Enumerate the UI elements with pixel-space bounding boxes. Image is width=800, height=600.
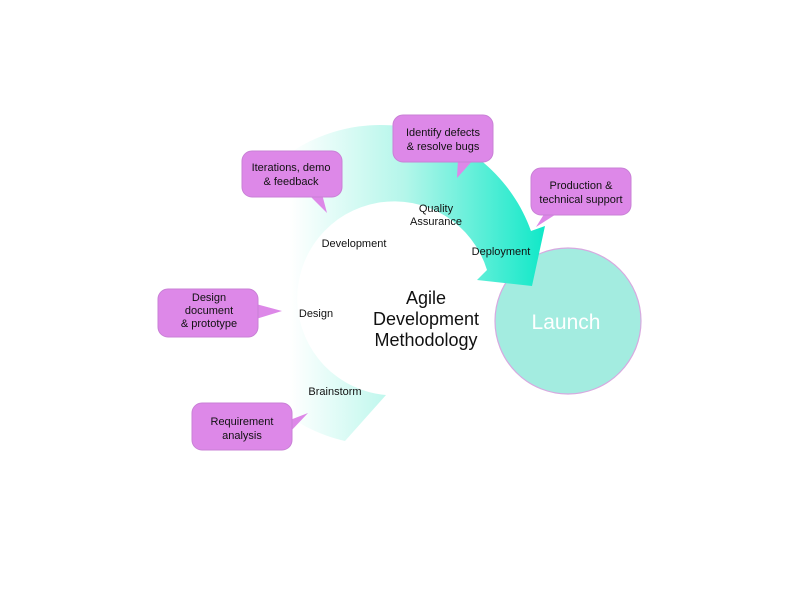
callout-requirement-box [191, 402, 293, 451]
stage-label-deployment: Deployment [472, 246, 531, 258]
callout-requirement-line-1: Requirement [211, 416, 274, 428]
center-title: Agile Development Methodology [373, 288, 479, 350]
callout-defects-line-1: Identify defects [406, 127, 480, 139]
callout-design-doc-line-2: document [185, 305, 233, 317]
title-line-2: Development [373, 309, 479, 329]
callout-iterations: Iterations, demo & feedback [241, 150, 343, 213]
callout-requirement-line-2: analysis [222, 430, 262, 442]
callout-production-line-2: technical support [539, 194, 622, 206]
stage-label-quality-line-1: Quality [419, 203, 454, 215]
launch-label: Launch [532, 311, 601, 334]
title-line-3: Methodology [374, 330, 477, 350]
callout-defects-box [392, 114, 494, 163]
callout-iterations-pointer [308, 194, 327, 213]
stage-label-design: Design [299, 308, 333, 320]
callout-design-doc-line-3: & prototype [181, 318, 237, 330]
callout-production: Production & technical support [530, 167, 632, 227]
process-arc-arrow [220, 124, 546, 442]
callout-iterations-line-1: Iterations, demo [252, 162, 331, 174]
stage-label-quality-line-2: Assurance [410, 216, 462, 228]
callout-requirement-pointer [290, 413, 308, 432]
callout-iterations-line-2: & feedback [263, 176, 319, 188]
callout-defects-pointer [457, 159, 474, 178]
callout-design-doc-pointer [256, 304, 282, 319]
callout-production-box [530, 167, 632, 216]
callout-defects-line-2: & resolve bugs [407, 141, 480, 153]
callout-design-doc-line-1: Design [192, 292, 226, 304]
callout-requirement: Requirement analysis [191, 402, 308, 451]
stage-label-development: Development [322, 238, 387, 250]
callout-design-doc-box [157, 288, 259, 338]
callout-iterations-box [241, 150, 343, 198]
stage-label-brainstorm: Brainstorm [308, 386, 361, 398]
title-line-1: Agile [406, 288, 446, 308]
callout-defects: Identify defects & resolve bugs [392, 114, 494, 178]
callout-design-doc: Design document & prototype [157, 288, 282, 338]
callout-production-line-1: Production & [550, 180, 614, 192]
